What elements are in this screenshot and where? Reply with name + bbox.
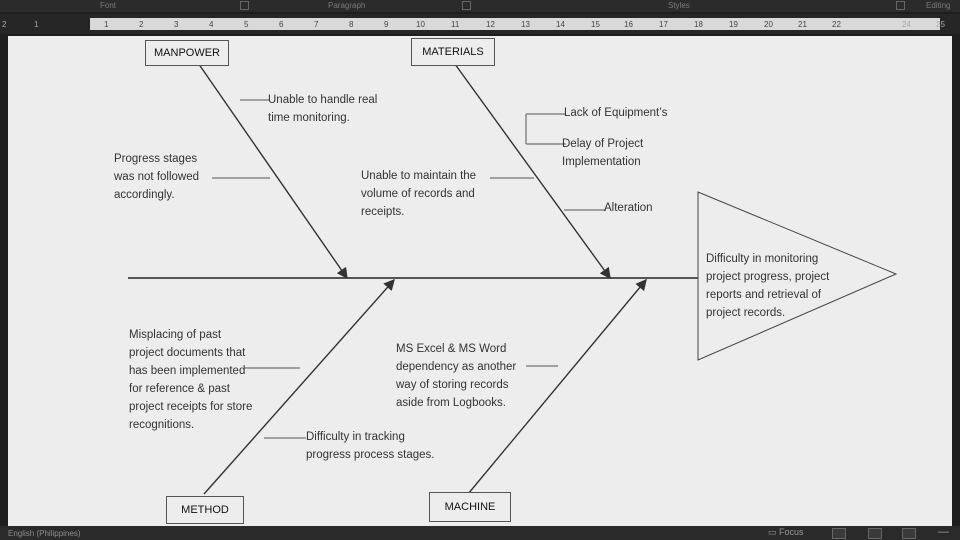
document-page[interactable]: MANPOWER MATERIALS METHOD MACHINE Diffic… (8, 36, 952, 526)
ruler-mark: 16 (624, 20, 633, 29)
ruler-mark: 17 (659, 20, 668, 29)
cause-materials-3: Unable to maintain the volume of records… (361, 170, 477, 218)
ruler-mark: 18 (694, 20, 703, 29)
category-machine: MACHINE (429, 492, 511, 522)
ruler-mark: 10 (416, 20, 425, 29)
ruler-mark: 22 (832, 20, 841, 29)
cause-method-1: Misplacing of past project documents tha… (129, 329, 253, 431)
ribbon-group-paragraph[interactable]: Paragraph (328, 1, 366, 10)
category-manpower: MANPOWER (145, 40, 229, 66)
category-method: METHOD (166, 496, 244, 524)
method-bone (203, 278, 395, 495)
ruler-mark: 7 (314, 20, 319, 29)
ruler-mark: 20 (764, 20, 773, 29)
ruler-mark: 3 (174, 20, 179, 29)
manpower-bone (195, 59, 348, 280)
ruler-mark: 2 (2, 20, 7, 29)
web-layout-view-icon[interactable] (902, 528, 916, 539)
ruler-mark: 15 (591, 20, 600, 29)
focus-label: Focus (779, 527, 804, 537)
ruler-mark: 21 (798, 20, 807, 29)
ruler-mark: 14 (556, 20, 565, 29)
ruler-mark: 6 (279, 20, 284, 29)
language-indicator[interactable]: English (Philippines) (8, 529, 81, 538)
ruler-mark: 11 (451, 20, 460, 29)
ruler-mark: 25 (936, 20, 945, 29)
ruler-mark: 5 (244, 20, 249, 29)
cause-method-2: Difficulty in tracking progress process … (306, 431, 435, 461)
cause-materials-4: Alteration (604, 202, 653, 214)
ruler-mark: 2 (139, 20, 144, 29)
ruler-mark: 1 (34, 20, 39, 29)
machine-bone (467, 278, 647, 495)
cause-machine-1: MS Excel & MS Word dependency as another… (396, 343, 517, 409)
cause-materials-1: Lack of Equipment’s (564, 107, 668, 119)
cause-materials-2: Delay of Project Implementation (562, 138, 644, 168)
font-dialog-launcher-icon[interactable] (240, 1, 249, 10)
horizontal-ruler[interactable]: 2 1 1 2 3 4 5 6 7 8 9 10 11 12 13 14 15 … (0, 14, 960, 34)
ruler-mark: 13 (521, 20, 530, 29)
styles-dialog-launcher-icon[interactable] (896, 1, 905, 10)
ruler-mark: 4 (209, 20, 214, 29)
focus-mode-button[interactable]: ▭ Focus (768, 527, 804, 538)
ribbon-group-styles[interactable]: Styles (668, 1, 690, 10)
ruler-mark: 12 (486, 20, 495, 29)
ribbon-group-strip: Font Paragraph Styles Editing (0, 0, 960, 12)
ruler-mark: 24 (902, 20, 911, 29)
ruler-mark: 1 (104, 20, 109, 29)
cause-manpower-1: Unable to handle real time monitoring. (268, 94, 378, 124)
read-mode-view-icon[interactable] (832, 528, 846, 539)
ribbon-group-editing[interactable]: Editing (926, 1, 951, 10)
print-layout-view-icon[interactable] (868, 528, 882, 539)
materials-bone (451, 59, 611, 280)
paragraph-dialog-launcher-icon[interactable] (462, 1, 471, 10)
cause-manpower-2: Progress stages was not followed accordi… (114, 153, 200, 201)
status-bar: English (Philippines) ▭ Focus — (0, 526, 960, 540)
ruler-track[interactable] (90, 18, 940, 30)
ruler-mark: 9 (384, 20, 389, 29)
effect-text: Difficulty in monitoring project progres… (706, 253, 830, 319)
ruler-mark: 8 (349, 20, 354, 29)
effect-head (697, 191, 898, 361)
ribbon-group-font[interactable]: Font (100, 1, 117, 10)
ruler-mark: 19 (729, 20, 738, 29)
fishbone-diagram (128, 59, 898, 495)
zoom-out-icon[interactable]: — (938, 526, 949, 538)
focus-icon: ▭ (768, 527, 780, 537)
category-materials: MATERIALS (411, 38, 495, 66)
